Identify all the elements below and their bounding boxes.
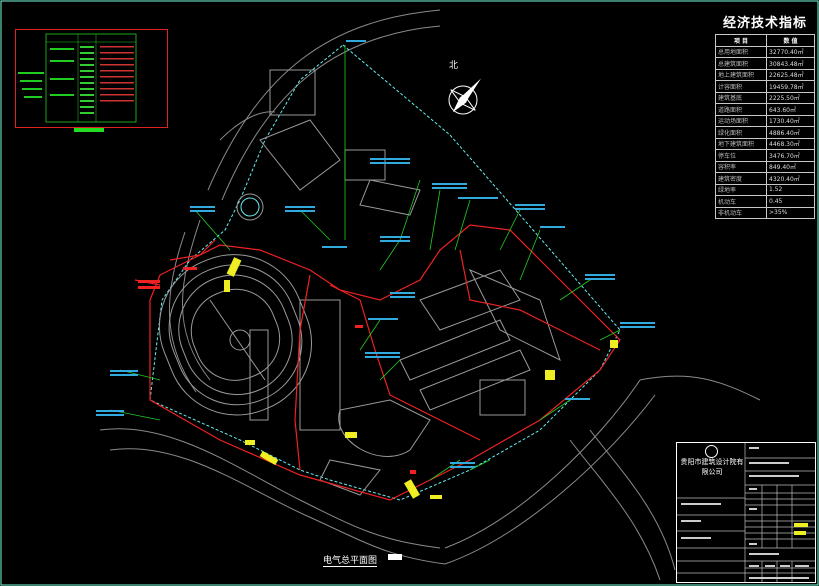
legend-panel <box>15 29 168 128</box>
econ-row-label: 机动车 <box>715 195 767 208</box>
econ-row-label: 建筑基底 <box>715 91 767 104</box>
econ-row-label: 总建筑面积 <box>715 57 767 70</box>
econ-row-label: 地下建筑面积 <box>715 137 767 150</box>
econ-row-value: 4320.40㎡ <box>766 172 815 185</box>
econ-header-item: 项 目 <box>715 34 767 47</box>
company-name: 贵阳市建筑设计院有限公司 <box>680 458 744 476</box>
round-structure <box>236 193 264 221</box>
econ-row-value: 0.45 <box>766 195 815 208</box>
buildings <box>249 69 561 496</box>
econ-row-value: 849.40㎡ <box>766 160 815 173</box>
north-arrow-icon <box>448 78 481 115</box>
legend-table <box>18 33 137 123</box>
callout-labels <box>96 40 655 468</box>
econ-row-label: 总用地面积 <box>715 45 767 58</box>
econ-row-value: 1730.40㎡ <box>766 114 815 127</box>
econ-header-row: 项 目数 值 <box>715 34 815 47</box>
econ-row-value: 22625.48㎡ <box>766 68 815 81</box>
econ-row-label: 运动场面积 <box>715 114 767 127</box>
equipment-markers <box>224 257 618 499</box>
north-label: 北 <box>449 61 459 71</box>
econ-row-label: 停车位 <box>715 149 767 162</box>
econ-row-value: 4468.30㎡ <box>766 137 815 150</box>
econ-row-value: 30843.48㎡ <box>766 57 815 70</box>
econ-row-label: 计容面积 <box>715 80 767 93</box>
economic-indicators-title: 经济技术指标 <box>722 16 807 31</box>
econ-row-label: 非机动车 <box>715 206 767 219</box>
econ-row-label: 道路面积 <box>715 103 767 116</box>
legend-caption-bar <box>74 128 104 132</box>
drawing-title: 电气总平面图 <box>323 553 378 567</box>
title-block-grid <box>677 443 815 582</box>
red-markers <box>138 267 416 474</box>
econ-row-value: 32770.40㎡ <box>766 45 815 58</box>
econ-row-value: 643.60㎡ <box>766 103 815 116</box>
econ-row-value: 1.52 <box>766 183 815 196</box>
econ-row-label: 地上建筑面积 <box>715 68 767 81</box>
econ-row-value: 4886.40㎡ <box>766 126 815 139</box>
econ-row-label: 绿化面积 <box>715 126 767 139</box>
econ-row-value: 2225.50㎡ <box>766 91 815 104</box>
econ-header-value: 数 值 <box>766 34 815 47</box>
title-block: 贵阳市建筑设计院有限公司 <box>676 442 816 583</box>
roads <box>99 9 761 581</box>
econ-row-value: 19459.78㎡ <box>766 80 815 93</box>
econ-row-label: 建筑密度 <box>715 172 767 185</box>
power-cables <box>134 224 621 501</box>
econ-row-label: 容积率 <box>715 160 767 173</box>
site-boundary <box>149 44 621 501</box>
econ-row-label: 绿地率 <box>715 183 767 196</box>
running-track <box>158 254 313 416</box>
drawing-title-mark <box>388 554 402 560</box>
company-logo-icon <box>705 445 718 458</box>
econ-row-value: 3476.70㎡ <box>766 149 815 162</box>
econ-row-value: >35% <box>766 206 815 219</box>
callout-leaders <box>109 45 621 481</box>
econ-row: 非机动车>35% <box>715 206 815 219</box>
